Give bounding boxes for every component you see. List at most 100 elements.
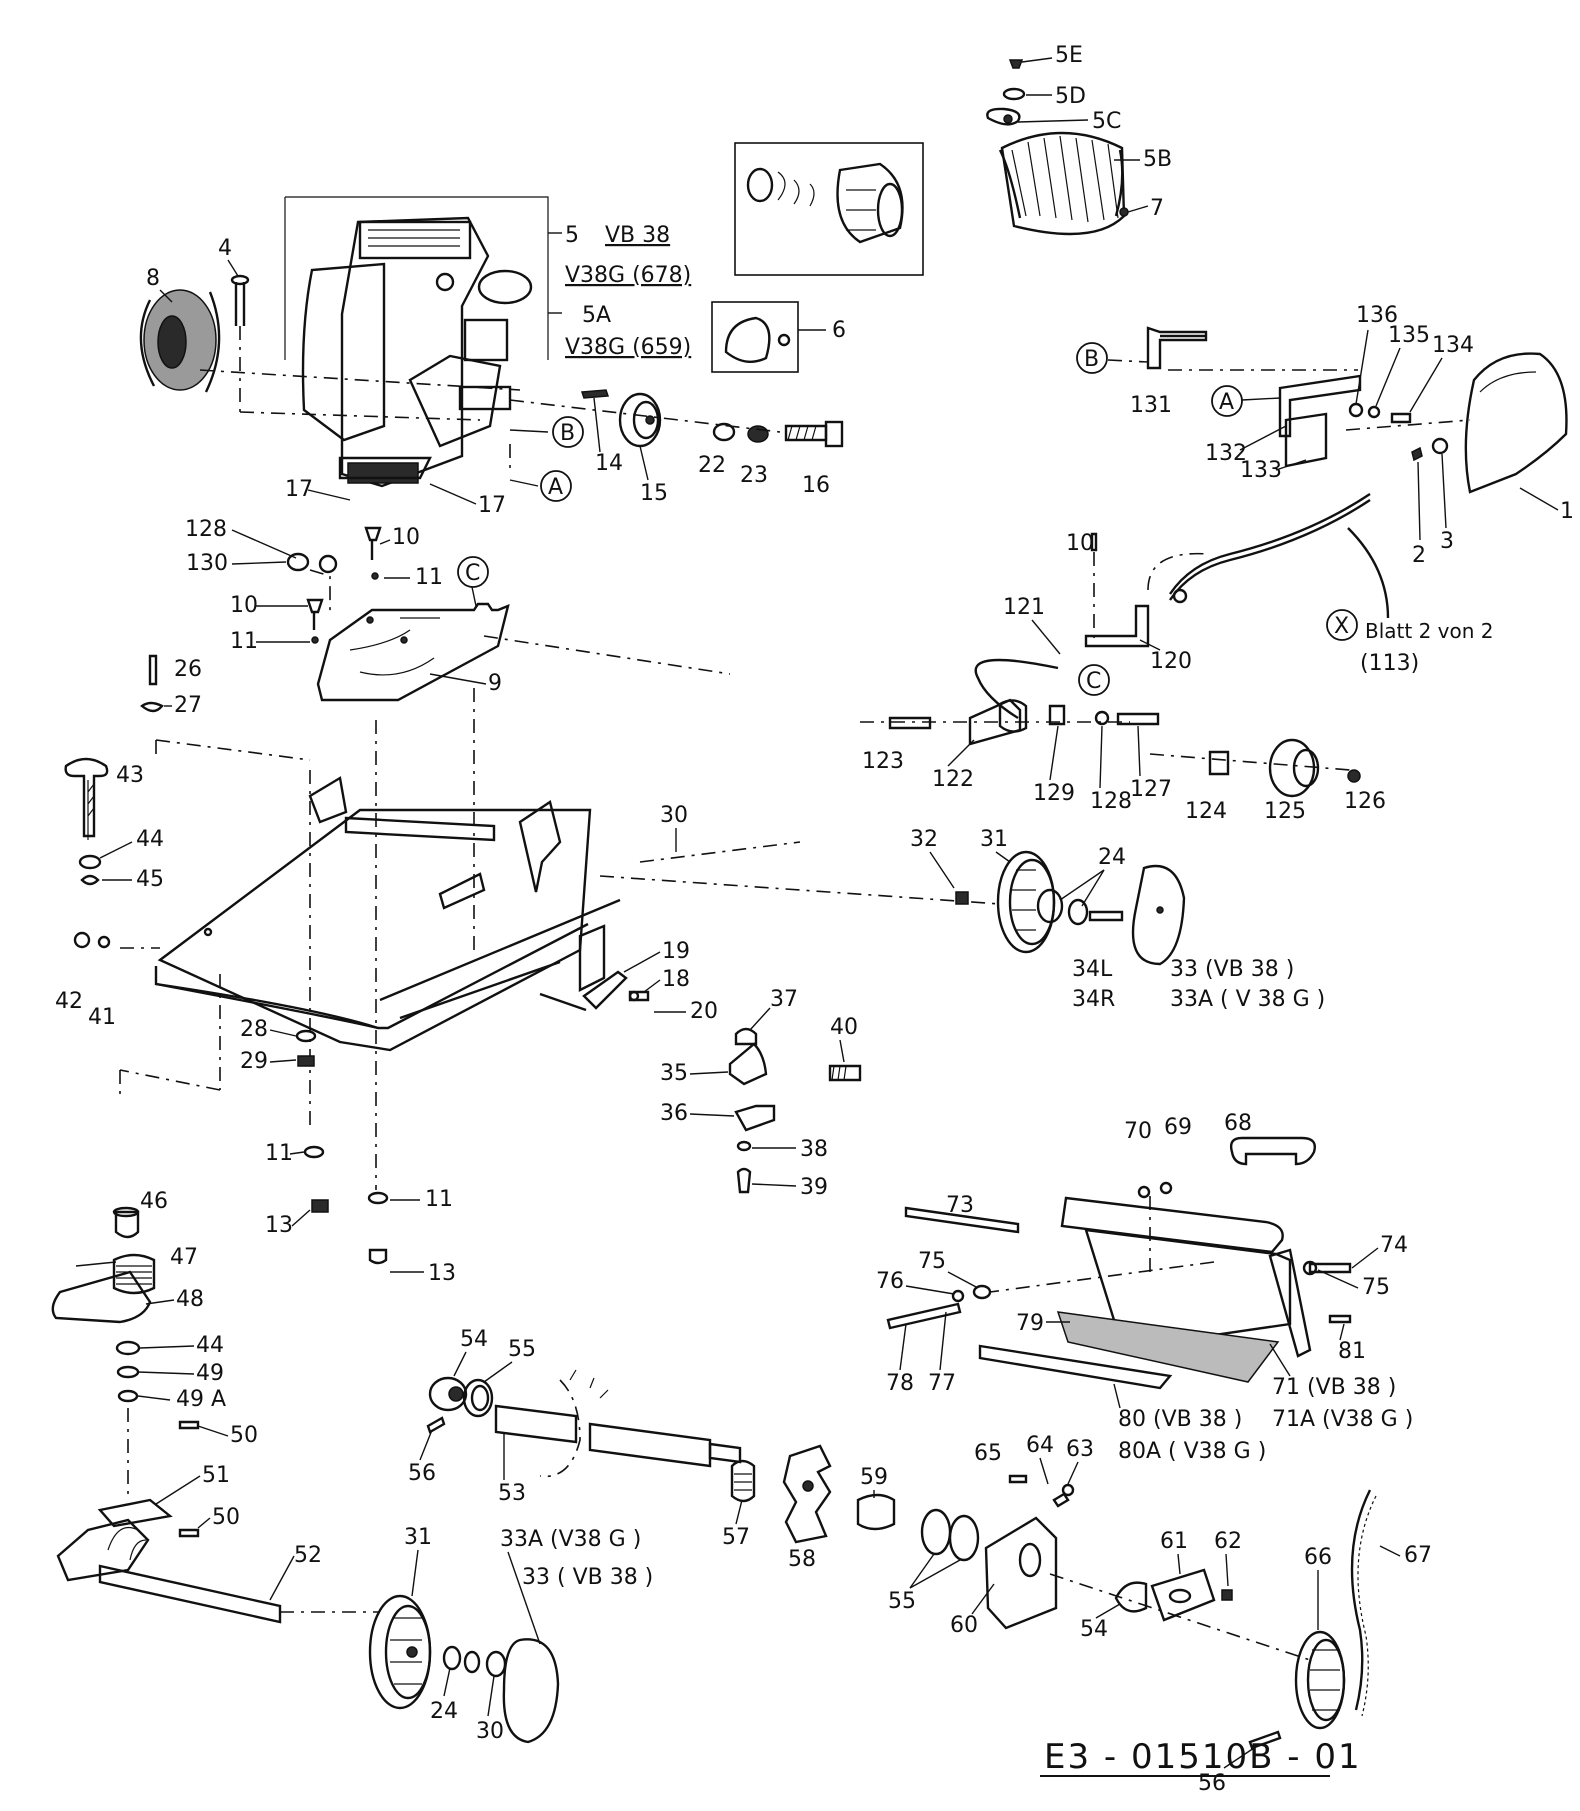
label-80-vb38: 80 (VB 38 ) (1118, 1407, 1242, 1432)
label-40: 40 (830, 1015, 858, 1040)
label-42: 42 (55, 989, 83, 1014)
label-33-vb38-b: 33 ( VB 38 ) (522, 1565, 653, 1590)
inset-box-starter-detail (734, 142, 924, 276)
label-v38g-659: V38G (659) (565, 335, 691, 360)
label-19: 19 (662, 939, 690, 964)
label-17b: 17 (478, 493, 506, 518)
label-70: 70 (1124, 1119, 1152, 1144)
label-122: 122 (932, 767, 974, 792)
label-7: 7 (1150, 196, 1164, 221)
part-group-belt-cover: 136 135 134 131 132 133 1 2 3 (1130, 303, 1574, 568)
label-54b: 54 (1080, 1617, 1108, 1642)
label-73: 73 (946, 1193, 974, 1218)
label-31b: 31 (404, 1525, 432, 1550)
label-131: 131 (1130, 393, 1172, 418)
label-128b: 128 (1090, 789, 1132, 814)
label-77: 77 (928, 1371, 956, 1396)
label-134: 134 (1432, 333, 1474, 358)
label-10a: 10 (392, 525, 420, 550)
svg-text:A: A (1219, 390, 1234, 415)
label-13a: 13 (265, 1213, 293, 1238)
label-26: 26 (174, 657, 202, 682)
sheet-reference-number: (113) (1360, 651, 1419, 676)
label-34L: 34L (1072, 957, 1113, 982)
label-33-vb38: 33 (VB 38 ) (1170, 957, 1294, 982)
label-76: 76 (876, 1269, 904, 1294)
label-71A-v38g: 71A (V38 G ) (1272, 1407, 1413, 1432)
label-44a: 44 (136, 827, 164, 852)
label-23: 23 (740, 463, 768, 488)
label-5C: 5C (1092, 109, 1121, 134)
label-124: 124 (1185, 799, 1227, 824)
label-24b: 24 (430, 1699, 458, 1724)
label-5D: 5D (1055, 84, 1086, 109)
label-5A: 5A (582, 303, 611, 328)
label-11c: 11 (265, 1141, 293, 1166)
label-126: 126 (1344, 789, 1386, 814)
svg-text:C: C (465, 561, 480, 586)
label-129: 129 (1033, 781, 1075, 806)
label-11d: 11 (425, 1187, 453, 1212)
label-32: 32 (910, 827, 938, 852)
label-50b: 50 (212, 1505, 240, 1530)
label-52: 52 (294, 1543, 322, 1568)
label-66: 66 (1304, 1545, 1332, 1570)
label-128a: 128 (185, 517, 227, 542)
label-30a: 30 (660, 803, 688, 828)
label-121: 121 (1003, 595, 1045, 620)
marker-A-left: A (509, 470, 572, 502)
part-group-rear-flap: 70 69 68 73 74 75 75 76 79 81 78 77 71 (… (876, 1111, 1413, 1464)
label-133: 133 (1240, 458, 1282, 483)
label-11a: 11 (415, 565, 443, 590)
label-49A: 49 A (176, 1387, 226, 1412)
label-39: 39 (800, 1175, 828, 1200)
label-29: 29 (240, 1049, 268, 1074)
part-group-height-adjuster: 37 40 35 36 38 39 (660, 987, 862, 1200)
label-50a: 50 (230, 1423, 258, 1448)
svg-text:B: B (1084, 347, 1099, 372)
label-61: 61 (1160, 1529, 1188, 1554)
label-5B: 5B (1143, 147, 1172, 172)
label-3: 3 (1440, 529, 1454, 554)
label-15: 15 (640, 481, 668, 506)
part-group-rear-axle: 46 47 48 44 49 49 A 50 51 50 52 (51, 1189, 380, 1624)
label-24a: 24 (1098, 845, 1126, 870)
label-79: 79 (1016, 1311, 1044, 1336)
label-136: 136 (1356, 303, 1398, 328)
label-36: 36 (660, 1101, 688, 1126)
label-58: 58 (788, 1547, 816, 1572)
label-4: 4 (218, 236, 232, 261)
label-60: 60 (950, 1613, 978, 1638)
part-group-cutter-shaft: 54 55 56 53 57 58 59 (408, 1327, 896, 1572)
label-75b: 75 (1362, 1275, 1390, 1300)
label-78: 78 (886, 1371, 914, 1396)
marker-A-right: A (1211, 385, 1281, 417)
svg-text:X: X (1334, 614, 1349, 639)
label-v38g-678: V38G (678) (565, 263, 691, 288)
label-63: 63 (1066, 1437, 1094, 1462)
label-37: 37 (770, 987, 798, 1012)
document-id-block: E3 - 01510B - 01 (1040, 1737, 1360, 1777)
label-81: 81 (1338, 1339, 1366, 1364)
part-group-deck (119, 688, 1001, 1190)
label-55a: 55 (508, 1337, 536, 1362)
marker-B-left: B (509, 416, 584, 448)
label-5E: 5E (1055, 43, 1083, 68)
part-group-height-knob: 43 44 45 42 41 (55, 757, 164, 1030)
label-55b: 55 (888, 1589, 916, 1614)
label-65: 65 (974, 1441, 1002, 1466)
label-2: 2 (1412, 543, 1426, 568)
label-120: 120 (1150, 649, 1192, 674)
label-35: 35 (660, 1061, 688, 1086)
label-6: 6 (832, 318, 846, 343)
label-57: 57 (722, 1525, 750, 1550)
label-46: 46 (140, 1189, 168, 1214)
svg-text:B: B (560, 421, 575, 446)
label-8: 8 (146, 266, 160, 291)
marker-B-right: B (1076, 342, 1149, 374)
part-group-recoil-spring: 5E 5D 5C 5B 7 (986, 43, 1172, 236)
label-62: 62 (1214, 1529, 1242, 1554)
label-48: 48 (176, 1287, 204, 1312)
svg-text:C: C (1086, 669, 1101, 694)
label-27: 27 (174, 693, 202, 718)
